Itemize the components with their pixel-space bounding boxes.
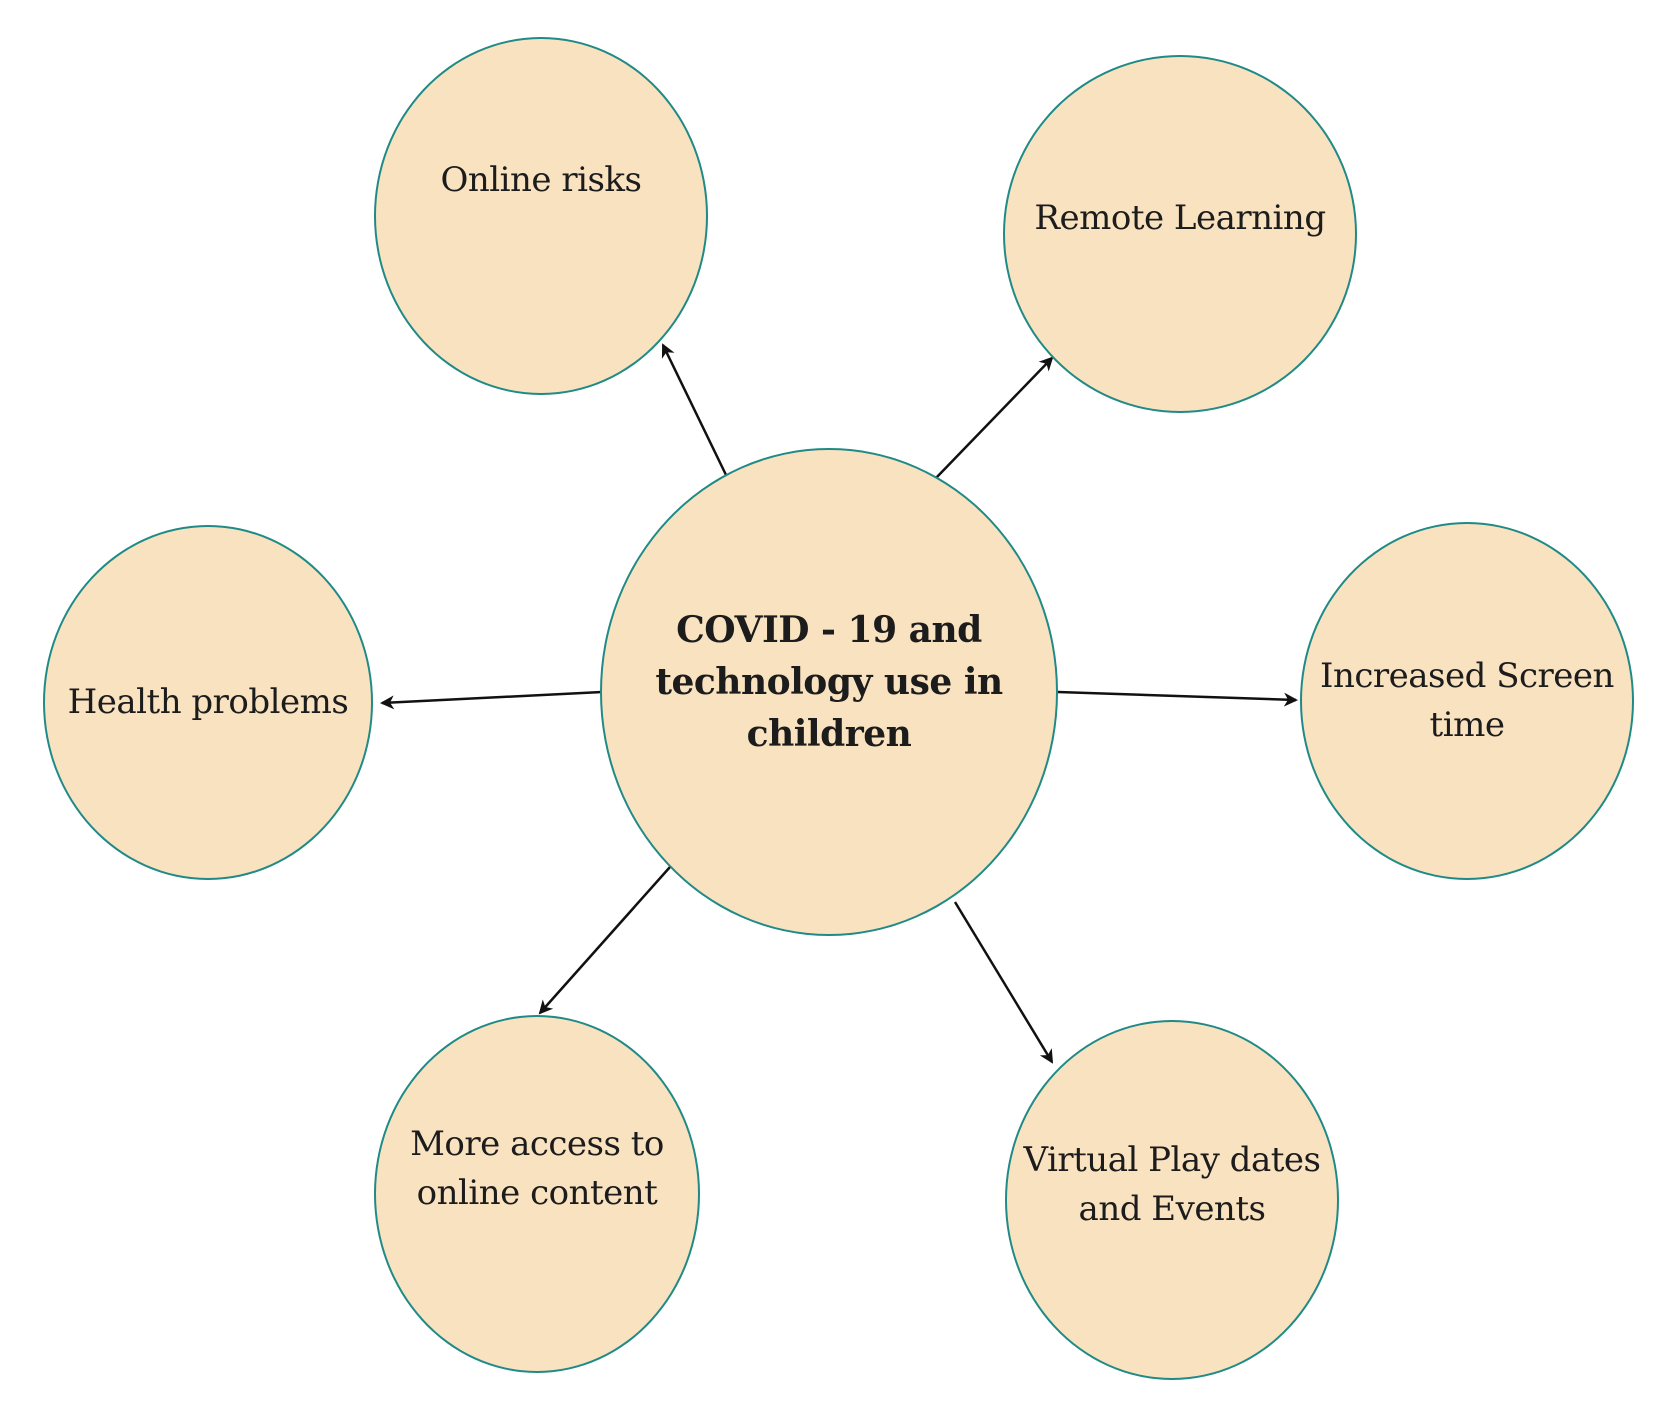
node-remote-learning: Remote Learning xyxy=(1003,55,1357,413)
node-online-risks-label: Online risks xyxy=(440,160,642,201)
central-node-label: COVID - 19 and technology use in childre… xyxy=(655,608,1003,756)
central-node: COVID - 19 and technology use in childre… xyxy=(600,448,1058,936)
arrow-to-virtual-play xyxy=(953,901,1054,1064)
arrow-to-health-problems xyxy=(380,690,603,710)
node-increased-screen-time: Increased Screen time xyxy=(1300,522,1634,880)
node-health-problems-label: Health problems xyxy=(67,681,349,722)
node-remote-learning-label: Remote Learning xyxy=(1034,198,1326,239)
arrow-to-increased-screen-time xyxy=(1057,690,1298,707)
node-health-problems: Health problems xyxy=(43,525,373,880)
node-virtual-play-label: Virtual Play dates and Events xyxy=(1023,1139,1321,1229)
node-more-access-label: More access to online content xyxy=(410,1123,664,1213)
node-online-risks: Online risks xyxy=(374,37,708,395)
node-virtual-play: Virtual Play dates and Events xyxy=(1005,1020,1339,1380)
node-more-access: More access to online content xyxy=(374,1015,700,1373)
arrow-to-more-access xyxy=(538,866,671,1015)
node-increased-screen-time-label: Increased Screen time xyxy=(1320,655,1614,745)
arrow-to-online-risks xyxy=(661,343,729,478)
arrow-to-remote-learning xyxy=(935,356,1054,479)
